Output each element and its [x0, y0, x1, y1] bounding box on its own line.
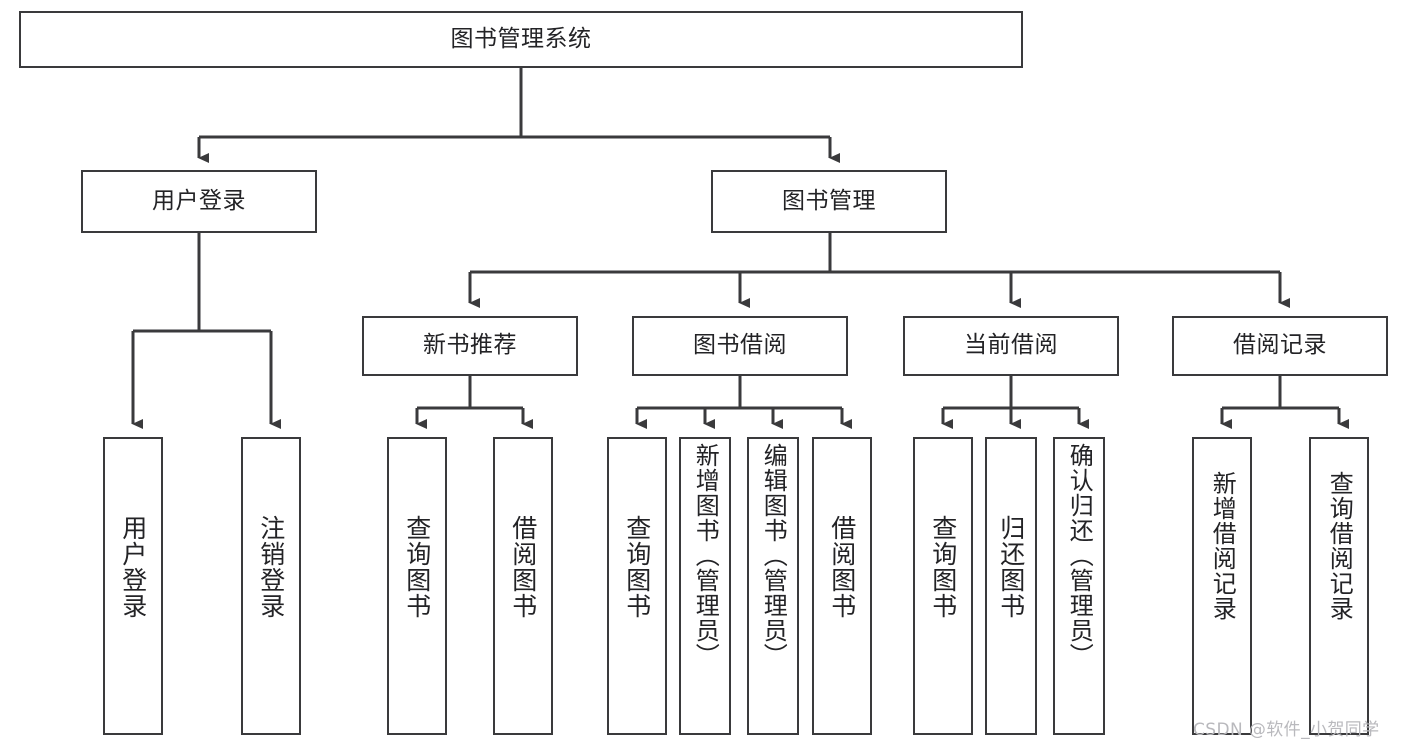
node-label: 借阅图书 — [827, 515, 857, 619]
node-user-login[interactable]: 用户登录 — [81, 170, 317, 233]
node-label: 图书借阅 — [693, 332, 787, 359]
node-label: 查询图书 — [622, 515, 652, 619]
node-root[interactable]: 图书管理系统 — [19, 11, 1023, 68]
leaf-confirm-return-admin[interactable]: 确认归还（管理员） — [1053, 437, 1105, 735]
node-label: 查询图书 — [928, 515, 958, 619]
node-label: 查询借阅记录 — [1325, 471, 1354, 621]
leaf-add-borrow-record[interactable]: 新增借阅记录 — [1192, 437, 1252, 735]
node-book-management[interactable]: 图书管理 — [711, 170, 947, 233]
node-label: 借阅图书 — [508, 515, 538, 619]
node-label: 注销登录 — [256, 515, 286, 619]
leaf-borrow-book[interactable]: 借阅图书 — [812, 437, 872, 735]
node-label: 用户登录 — [152, 187, 246, 214]
leaf-add-book-admin[interactable]: 新增图书（管理员） — [679, 437, 731, 735]
node-label: 确认归还（管理员） — [1065, 443, 1094, 668]
leaf-query-book-borrow[interactable]: 查询图书 — [607, 437, 667, 735]
watermark-text: CSDN @软件_小贺同学 — [1193, 720, 1380, 740]
node-new-book-recommend[interactable]: 新书推荐 — [362, 316, 578, 376]
leaf-query-book-recommend[interactable]: 查询图书 — [387, 437, 447, 735]
leaf-query-borrow-record[interactable]: 查询借阅记录 — [1309, 437, 1369, 735]
node-label: 图书管理系统 — [450, 25, 592, 52]
node-label: 当前借阅 — [964, 332, 1058, 359]
node-label: 图书管理 — [782, 187, 876, 214]
node-label: 新书推荐 — [423, 332, 517, 359]
node-label: 编辑图书（管理员） — [759, 443, 788, 668]
node-label: 新增借阅记录 — [1208, 471, 1237, 621]
node-label: 归还图书 — [996, 515, 1026, 619]
node-label: 查询图书 — [402, 515, 432, 619]
node-borrow-record[interactable]: 借阅记录 — [1172, 316, 1388, 376]
leaf-query-book-current[interactable]: 查询图书 — [913, 437, 973, 735]
node-label: 新增图书（管理员） — [691, 443, 720, 668]
node-label: 借阅记录 — [1233, 332, 1327, 359]
node-label: 用户登录 — [118, 515, 148, 619]
node-book-borrow[interactable]: 图书借阅 — [632, 316, 848, 376]
leaf-borrow-book-recommend[interactable]: 借阅图书 — [493, 437, 553, 735]
leaf-user-login[interactable]: 用户登录 — [103, 437, 163, 735]
leaf-return-book[interactable]: 归还图书 — [985, 437, 1037, 735]
node-current-borrow[interactable]: 当前借阅 — [903, 316, 1119, 376]
leaf-logout[interactable]: 注销登录 — [241, 437, 301, 735]
leaf-edit-book-admin[interactable]: 编辑图书（管理员） — [747, 437, 799, 735]
